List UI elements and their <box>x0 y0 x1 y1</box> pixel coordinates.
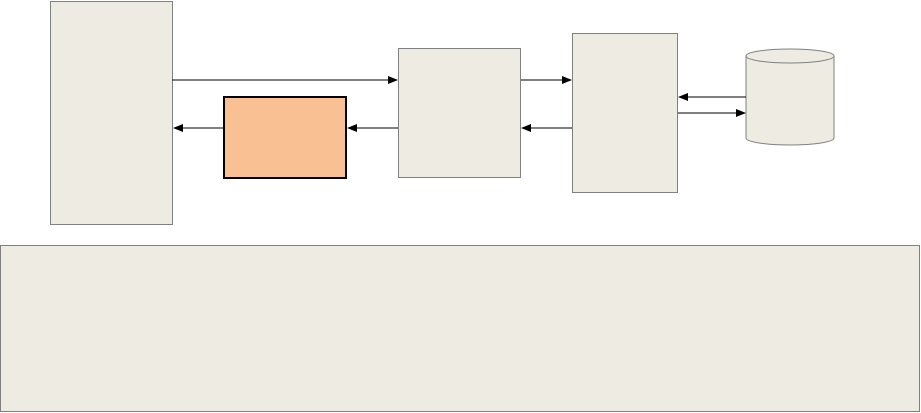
database-cylinder-body <box>745 56 835 146</box>
left-panel <box>50 1 173 225</box>
middle-box <box>398 48 521 178</box>
database <box>745 48 835 146</box>
highlighted-box <box>223 96 347 179</box>
right-box <box>572 33 678 193</box>
database-cylinder-top <box>745 48 835 64</box>
bottom-panel <box>0 245 920 412</box>
